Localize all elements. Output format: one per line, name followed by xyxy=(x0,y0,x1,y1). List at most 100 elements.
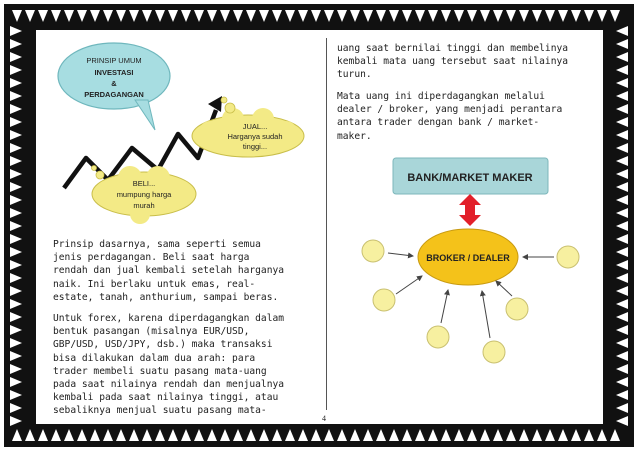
border-triangle xyxy=(103,10,113,22)
border-triangle xyxy=(558,10,568,22)
border-triangle xyxy=(246,429,256,441)
broker-diagram: BANK/MARKET MAKER BROKER / DEALER xyxy=(361,157,580,364)
trend-arrow-head xyxy=(208,96,222,112)
border-triangle xyxy=(207,429,217,441)
border-triangle xyxy=(116,10,126,22)
border-triangle xyxy=(10,130,22,140)
border-triangle xyxy=(493,10,503,22)
border-triangle xyxy=(337,10,347,22)
border-triangle xyxy=(272,429,282,441)
border-triangle xyxy=(441,10,451,22)
border-triangle xyxy=(480,10,490,22)
border-triangle xyxy=(168,10,178,22)
bank-label: BANK/MARKET MAKER xyxy=(407,172,532,184)
border-triangle xyxy=(616,390,628,400)
border-triangle xyxy=(616,65,628,75)
broker-label: BROKER / DEALER xyxy=(426,253,510,263)
speech-bubble-beli: BELI... mumpung harga murah xyxy=(91,165,197,224)
border-triangle xyxy=(350,429,360,441)
border-triangle xyxy=(10,104,22,114)
speech-bubble-prinsip: PRINSIP UMUM INVESTASI & PERDAGANGAN xyxy=(57,42,171,131)
border-triangle xyxy=(545,429,555,441)
border-triangle xyxy=(194,10,204,22)
border-triangle xyxy=(454,10,464,22)
trader-circle xyxy=(556,245,580,269)
border-triangle xyxy=(129,429,139,441)
border-triangle xyxy=(10,338,22,348)
border-triangle xyxy=(519,10,529,22)
connector-arrow xyxy=(395,275,423,295)
border-triangle xyxy=(10,377,22,387)
border-triangle xyxy=(10,260,22,270)
border-triangle xyxy=(10,351,22,361)
trader-circle xyxy=(426,325,450,349)
trader-circle xyxy=(505,297,529,321)
border-triangle xyxy=(616,117,628,127)
border-triangle xyxy=(10,221,22,231)
border-triangle xyxy=(51,429,61,441)
border-triangle xyxy=(10,390,22,400)
border-pattern-top xyxy=(12,10,620,22)
border-triangle xyxy=(616,286,628,296)
border-triangle xyxy=(616,52,628,62)
border-triangle xyxy=(10,234,22,244)
border-triangle xyxy=(616,221,628,231)
border-triangle xyxy=(610,10,620,22)
border-triangle xyxy=(616,91,628,101)
bubble-jual-line2: Harganya sudah xyxy=(227,132,282,141)
border-triangle xyxy=(38,10,48,22)
border-triangle xyxy=(142,429,152,441)
border-triangle xyxy=(616,247,628,257)
border-triangle xyxy=(584,429,594,441)
trader-circle xyxy=(361,239,385,263)
price-trend-line xyxy=(62,109,219,190)
border-triangle xyxy=(402,10,412,22)
border-triangle xyxy=(155,429,165,441)
border-triangle xyxy=(51,10,61,22)
broker-dealer-ellipse: BROKER / DEALER xyxy=(417,228,519,286)
border-triangle xyxy=(10,208,22,218)
bubble-prinsip-line1: PRINSIP UMUM xyxy=(86,56,141,65)
border-triangle xyxy=(558,429,568,441)
border-triangle xyxy=(467,429,477,441)
border-triangle xyxy=(10,182,22,192)
border-triangle xyxy=(25,10,35,22)
border-triangle xyxy=(233,10,243,22)
border-triangle xyxy=(616,169,628,179)
border-triangle xyxy=(10,195,22,205)
connector-arrow xyxy=(387,252,414,259)
border-triangle xyxy=(10,117,22,127)
border-triangle xyxy=(616,325,628,335)
border-triangle xyxy=(38,429,48,441)
border-triangle xyxy=(311,10,321,22)
right-paragraph-1: uang saat bernilai tinggi dan membelinya… xyxy=(337,43,569,81)
border-triangle xyxy=(181,429,191,441)
border-triangle xyxy=(571,10,581,22)
trader-circle xyxy=(372,288,396,312)
border-triangle xyxy=(129,10,139,22)
border-triangle xyxy=(142,10,152,22)
border-triangle xyxy=(246,10,256,22)
border-triangle xyxy=(194,429,204,441)
bubble-prinsip-line4: PERDAGANGAN xyxy=(84,90,144,99)
double-arrow-red xyxy=(459,194,481,226)
border-triangle xyxy=(616,208,628,218)
border-triangle xyxy=(415,429,425,441)
border-triangle xyxy=(10,91,22,101)
border-triangle xyxy=(506,10,516,22)
border-triangle xyxy=(324,10,334,22)
border-triangle xyxy=(597,429,607,441)
border-triangle xyxy=(155,10,165,22)
border-triangle xyxy=(10,156,22,166)
border-triangle xyxy=(285,10,295,22)
border-triangle xyxy=(616,260,628,270)
border-triangle xyxy=(441,429,451,441)
border-triangle xyxy=(616,364,628,374)
border-triangle xyxy=(616,182,628,192)
border-triangle xyxy=(103,429,113,441)
border-triangle xyxy=(311,429,321,441)
border-triangle xyxy=(298,429,308,441)
border-triangle xyxy=(181,10,191,22)
border-triangle xyxy=(90,429,100,441)
border-pattern-left xyxy=(10,26,22,426)
